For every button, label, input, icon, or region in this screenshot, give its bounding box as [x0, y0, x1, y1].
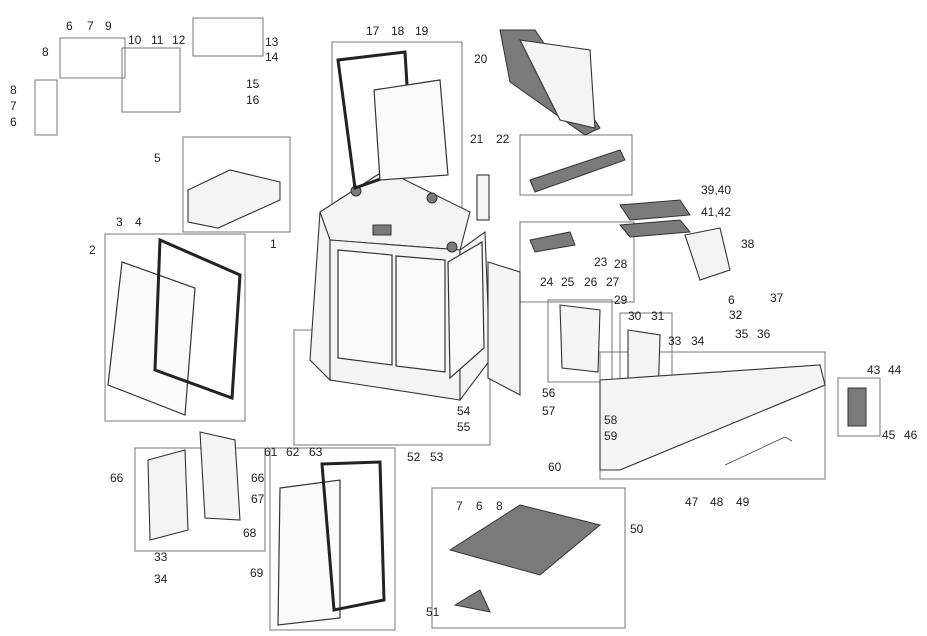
- callout-41-42: 41,42: [701, 205, 731, 219]
- callout-57: 57: [542, 404, 556, 418]
- side-glass-bottom: [277, 460, 386, 626]
- callout-32: 32: [729, 308, 743, 322]
- callout-58: 58: [604, 413, 618, 427]
- callout-55: 55: [457, 420, 471, 434]
- callout-17: 17: [366, 24, 380, 38]
- roof-glass: [336, 50, 449, 191]
- callout-6: 6: [66, 19, 73, 33]
- group-boxes: [34, 17, 881, 631]
- callout-9: 9: [105, 19, 112, 33]
- callout-6-right: 6: [728, 293, 735, 307]
- callout-63: 63: [309, 445, 323, 459]
- callout-24: 24: [540, 275, 554, 289]
- callout-33: 33: [668, 334, 682, 348]
- callout-52: 52: [407, 450, 421, 464]
- callout-64-right: 66: [251, 471, 265, 485]
- callout-21: 21: [470, 132, 484, 146]
- callout-66: 68: [243, 526, 257, 540]
- callout-13: 13: [265, 35, 279, 49]
- callout-34: 34: [691, 334, 705, 348]
- callout-48: 48: [710, 495, 724, 509]
- door-glass-left: [107, 237, 242, 416]
- callout-60: 60: [548, 460, 562, 474]
- callout-16: 16: [246, 93, 260, 107]
- callout-45: 45: [882, 428, 896, 442]
- callout-39-40: 39,40: [701, 183, 731, 197]
- callout-47: 47: [685, 495, 699, 509]
- callout-62: 62: [286, 445, 300, 459]
- callout-46: 46: [904, 428, 918, 442]
- callout-23: 23: [594, 255, 608, 269]
- callout-8: 8: [42, 45, 49, 59]
- callout-14: 14: [265, 50, 279, 64]
- callout-61: 61: [264, 445, 278, 459]
- callout-54: 54: [457, 404, 471, 418]
- callout-10: 10: [128, 33, 142, 47]
- callout-33-bottom: 33: [154, 550, 168, 564]
- callout-3: 3: [116, 215, 123, 229]
- callout-5: 5: [154, 151, 161, 165]
- callout-7-bottom: 7: [456, 499, 463, 513]
- callout-44: 44: [888, 363, 902, 377]
- callout-28: 28: [614, 257, 628, 271]
- callout-12: 12: [172, 33, 186, 47]
- callout-53: 53: [430, 450, 444, 464]
- callout-64-left: 66: [110, 471, 124, 485]
- callout-labels: 1 2 3 4 5 6 7 8 9 10 11 12 13 14 15 16 1…: [10, 19, 918, 619]
- callout-50: 50: [630, 522, 644, 536]
- callout-26: 26: [584, 275, 598, 289]
- callout-1: 1: [270, 237, 277, 251]
- callout-36: 36: [757, 327, 771, 341]
- callout-15: 15: [246, 77, 260, 91]
- callout-29: 29: [614, 293, 628, 307]
- callout-7: 7: [87, 19, 94, 33]
- callout-19: 19: [415, 24, 429, 38]
- callout-38: 38: [741, 237, 755, 251]
- callout-65: 67: [251, 492, 265, 506]
- callout-31: 31: [651, 309, 665, 323]
- callout-8-left: 8: [10, 83, 17, 97]
- callout-18: 18: [391, 24, 405, 38]
- callout-34-bottom: 34: [154, 572, 168, 586]
- callout-43: 43: [867, 363, 881, 377]
- callout-11: 11: [151, 33, 164, 47]
- callout-49: 49: [736, 495, 750, 509]
- callout-6-bottom: 6: [476, 499, 483, 513]
- callout-4: 4: [135, 215, 142, 229]
- callout-25: 25: [561, 275, 575, 289]
- callout-22: 22: [496, 132, 510, 146]
- callout-56: 56: [542, 386, 556, 400]
- callout-20: 20: [474, 52, 488, 66]
- callout-37: 37: [770, 291, 784, 305]
- callout-8-bottom: 8: [496, 499, 503, 513]
- callout-27: 27: [606, 275, 620, 289]
- callout-6-left: 6: [10, 115, 17, 129]
- callout-51: 51: [426, 605, 440, 619]
- callout-35: 35: [735, 327, 749, 341]
- callout-7-left: 7: [10, 99, 17, 113]
- callout-30: 30: [628, 309, 642, 323]
- misc-parts: [147, 29, 867, 613]
- callout-2: 2: [89, 243, 96, 257]
- cab-body: [309, 169, 491, 402]
- callout-59: 59: [604, 429, 618, 443]
- callout-67: 69: [250, 566, 264, 580]
